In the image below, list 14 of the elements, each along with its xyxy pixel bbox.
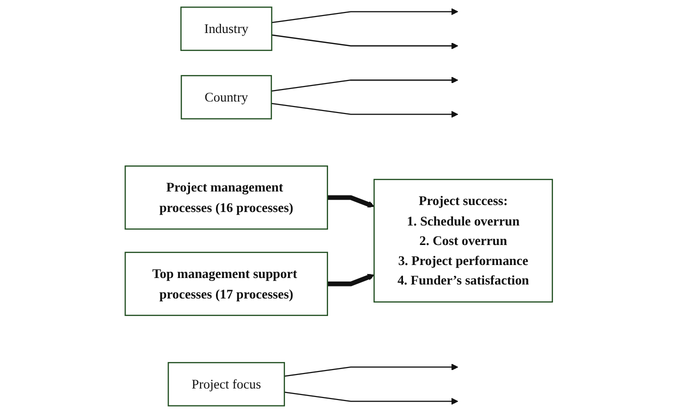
arrow [328, 195, 375, 208]
arrow [284, 392, 458, 405]
arrow [272, 8, 458, 24]
node-box: Project success: 1. Schedule overrun 2. Cost overrun 3. Project performance 4. Funder’s satisfaction [374, 178, 554, 303]
arrow [271, 76, 458, 92]
node-box: Project focus [168, 362, 286, 406]
arrow [284, 364, 458, 377]
node-box: Country [180, 75, 272, 120]
arrow [272, 34, 458, 50]
arrow [328, 274, 375, 286]
node-box: Top management support processes (17 processes) [124, 252, 328, 316]
node-box: Project management processes (16 processes) [124, 165, 328, 230]
node-box: Industry [180, 6, 272, 51]
arrow [271, 102, 458, 118]
